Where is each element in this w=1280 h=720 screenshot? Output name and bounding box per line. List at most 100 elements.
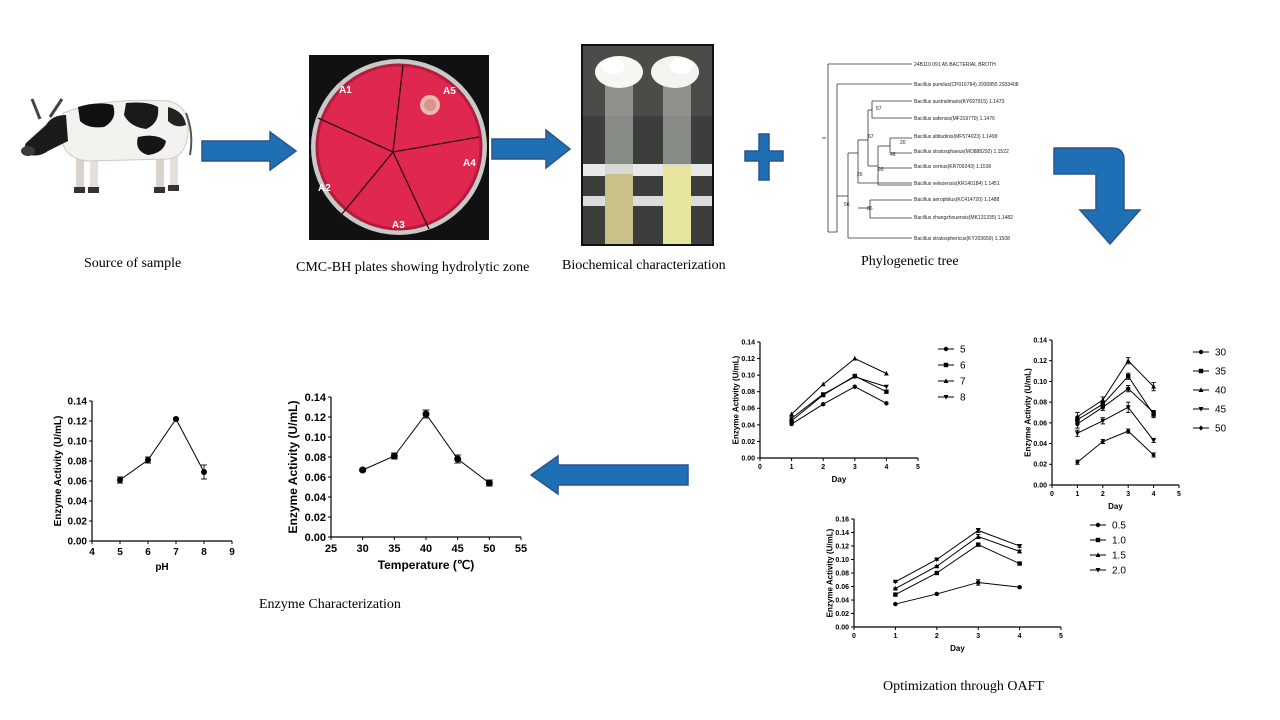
x-tick-label: 5 — [1059, 633, 1063, 640]
y-tick-label: 0.06 — [835, 584, 849, 591]
series-line — [1077, 388, 1154, 425]
tree-leaf: Bacillus pumilus(CP016784) 2930855 29334… — [914, 82, 1019, 88]
y-tick-label: 0.00 — [835, 624, 849, 631]
legend-label: 45 — [1215, 405, 1227, 416]
x-tick-label: 2 — [935, 633, 939, 640]
legend-marker — [1095, 568, 1101, 573]
x-tick-label: 0 — [852, 633, 856, 640]
data-point — [117, 477, 123, 483]
x-tick-label: 4 — [89, 547, 95, 558]
y-tick-label: 0.12 — [68, 417, 88, 428]
arrow-bent-down — [1053, 147, 1142, 246]
x-tick-label: 45 — [452, 543, 464, 555]
data-point — [883, 384, 889, 390]
legend-label: 0.5 — [1112, 521, 1126, 532]
data-point — [820, 381, 826, 387]
y-tick-label: 0.10 — [1033, 379, 1047, 386]
y-tick-label: 0.00 — [305, 532, 326, 544]
y-tick-label: 0.14 — [68, 397, 88, 408]
data-point — [1017, 548, 1023, 554]
x-tick-label: 35 — [388, 543, 400, 555]
tree-leaf: Bacillus stratosphaeus(MO888292) 1.1522 — [914, 149, 1009, 155]
y-tick-label: 0.02 — [835, 611, 849, 618]
x-tick-label: 55 — [515, 543, 527, 555]
bootstrap-value: 86 — [867, 206, 873, 212]
data-point — [1074, 414, 1080, 419]
data-point — [1100, 397, 1106, 403]
data-point — [934, 563, 940, 569]
data-point — [1017, 544, 1023, 549]
y-tick-label: 0.06 — [1033, 420, 1047, 427]
data-point — [789, 421, 794, 427]
x-tick-label: 4 — [884, 464, 888, 471]
data-point — [976, 580, 981, 585]
y-tick-label: 0.06 — [741, 406, 755, 413]
data-point — [892, 585, 898, 591]
data-point — [893, 592, 898, 597]
series-line — [791, 376, 887, 419]
x-tick-label: 40 — [420, 543, 432, 555]
data-point — [884, 389, 889, 394]
legend-label: 35 — [1215, 367, 1227, 378]
y-axis-label: Enzyme Activity (U/mL) — [1023, 368, 1032, 457]
data-point — [852, 374, 858, 380]
y-tick-label: 0.02 — [68, 517, 88, 528]
y-tick-label: 0.10 — [305, 432, 326, 444]
y-tick-label: 0.02 — [1033, 462, 1047, 469]
data-point — [975, 533, 981, 539]
x-axis-label: pH — [155, 562, 168, 573]
data-point — [1100, 418, 1106, 424]
y-tick-label: 0.00 — [68, 537, 88, 548]
y-tick-label: 0.08 — [741, 389, 755, 396]
cow-image — [21, 98, 193, 193]
series-line — [895, 535, 1020, 589]
data-point — [201, 469, 207, 475]
caption-biochem: Biochemical characterization — [562, 258, 726, 273]
y-tick-label: 0.00 — [1033, 482, 1047, 489]
legend-marker — [943, 395, 949, 400]
y-tick-label: 0.04 — [68, 497, 88, 508]
data-point — [1125, 358, 1131, 363]
x-axis-label: Day — [950, 644, 965, 653]
tree-leaf: Bacillus australimaris(KY697915) 1.1473 — [914, 99, 1005, 105]
data-point — [1100, 438, 1105, 445]
tree-leaf: Bacillus safensis(MF319770) 1.1476 — [914, 116, 995, 122]
legend-marker — [943, 346, 949, 352]
x-axis-label: Day — [1108, 502, 1123, 511]
y-tick-label: 0.16 — [835, 516, 849, 523]
tubes-photo — [581, 44, 714, 246]
legend-marker — [1095, 522, 1101, 528]
y-tick-label: 0.06 — [68, 477, 88, 488]
data-point — [852, 355, 858, 361]
series-line — [1077, 406, 1154, 441]
y-tick-label: 0.08 — [68, 457, 88, 468]
y-tick-label: 0.14 — [1033, 337, 1047, 344]
data-point — [359, 466, 367, 474]
series-line — [119, 418, 205, 481]
data-point — [422, 410, 430, 418]
x-tick-label: 2 — [1101, 491, 1105, 498]
x-tick-label: 3 — [853, 464, 857, 471]
series-line — [1077, 430, 1154, 463]
y-tick-label: 0.08 — [835, 570, 849, 577]
y-tick-label: 0.02 — [305, 512, 326, 524]
data-point — [934, 570, 939, 576]
plate-photo: A1 A5 A4 A2 A3 — [309, 55, 489, 240]
tree-leaf: Bacillus zhangzhouensis(MK131335) 1.1482 — [914, 215, 1013, 221]
bootstrap-value: 26 — [857, 172, 863, 178]
legend-label: 1.5 — [1112, 551, 1126, 562]
y-tick-label: 0.14 — [741, 339, 755, 346]
data-point — [1017, 584, 1022, 590]
y-tick-label: 0.08 — [305, 452, 326, 464]
data-point — [1017, 561, 1022, 566]
caption-characterization: Enzyme Characterization — [259, 597, 401, 612]
arrow-right-2 — [491, 128, 572, 170]
data-point — [789, 416, 795, 421]
legend-marker — [1198, 425, 1204, 431]
y-axis-label: Enzyme Activity (U/mL) — [731, 355, 740, 444]
tree-leaf: Bacillus aerophilus(KC414720) 1.1488 — [914, 197, 1000, 203]
x-tick-label: 2 — [821, 464, 825, 471]
series-line — [895, 529, 1020, 583]
